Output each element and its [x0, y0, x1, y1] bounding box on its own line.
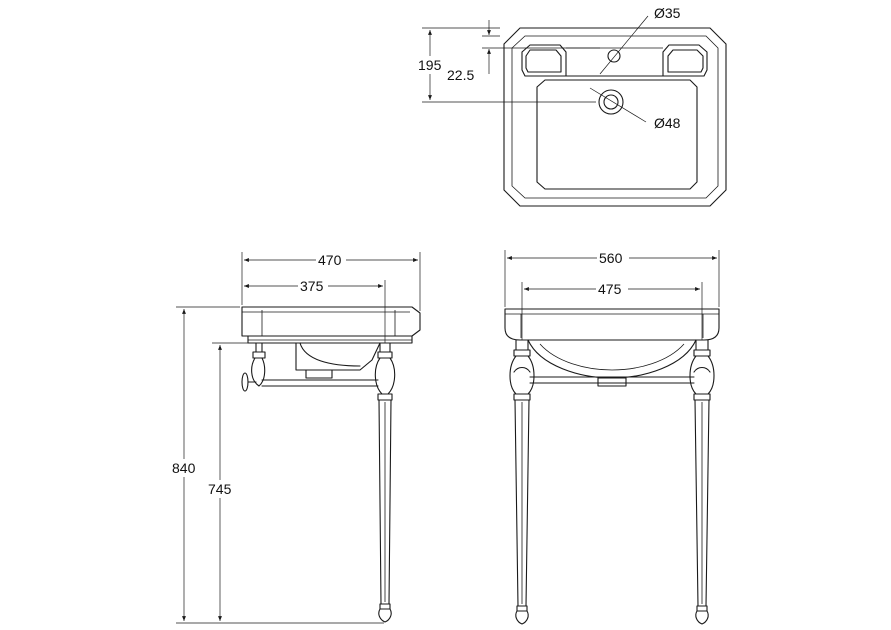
leg-height-label: 745 [208, 481, 232, 497]
side-depth-label: 470 [318, 252, 342, 268]
front-left-leg [509, 339, 535, 625]
front-right-leg [689, 339, 715, 625]
tap-hole-diameter-label: Ø35 [654, 5, 681, 21]
front-leg-span-label: 475 [598, 281, 622, 297]
side-leg-depth-label: 375 [300, 278, 324, 294]
tap-hole [607, 49, 621, 63]
total-height-label: 840 [172, 460, 196, 476]
plan-view [422, 15, 727, 207]
waste-hole-diameter-label: Ø48 [654, 115, 681, 131]
tap-hole-offset-label: 22.5 [447, 67, 474, 83]
waste-from-back-label: 195 [418, 57, 442, 73]
front-view [504, 250, 720, 625]
side-view [176, 252, 421, 624]
front-width-label: 560 [599, 250, 623, 266]
waste-hole [598, 89, 624, 115]
